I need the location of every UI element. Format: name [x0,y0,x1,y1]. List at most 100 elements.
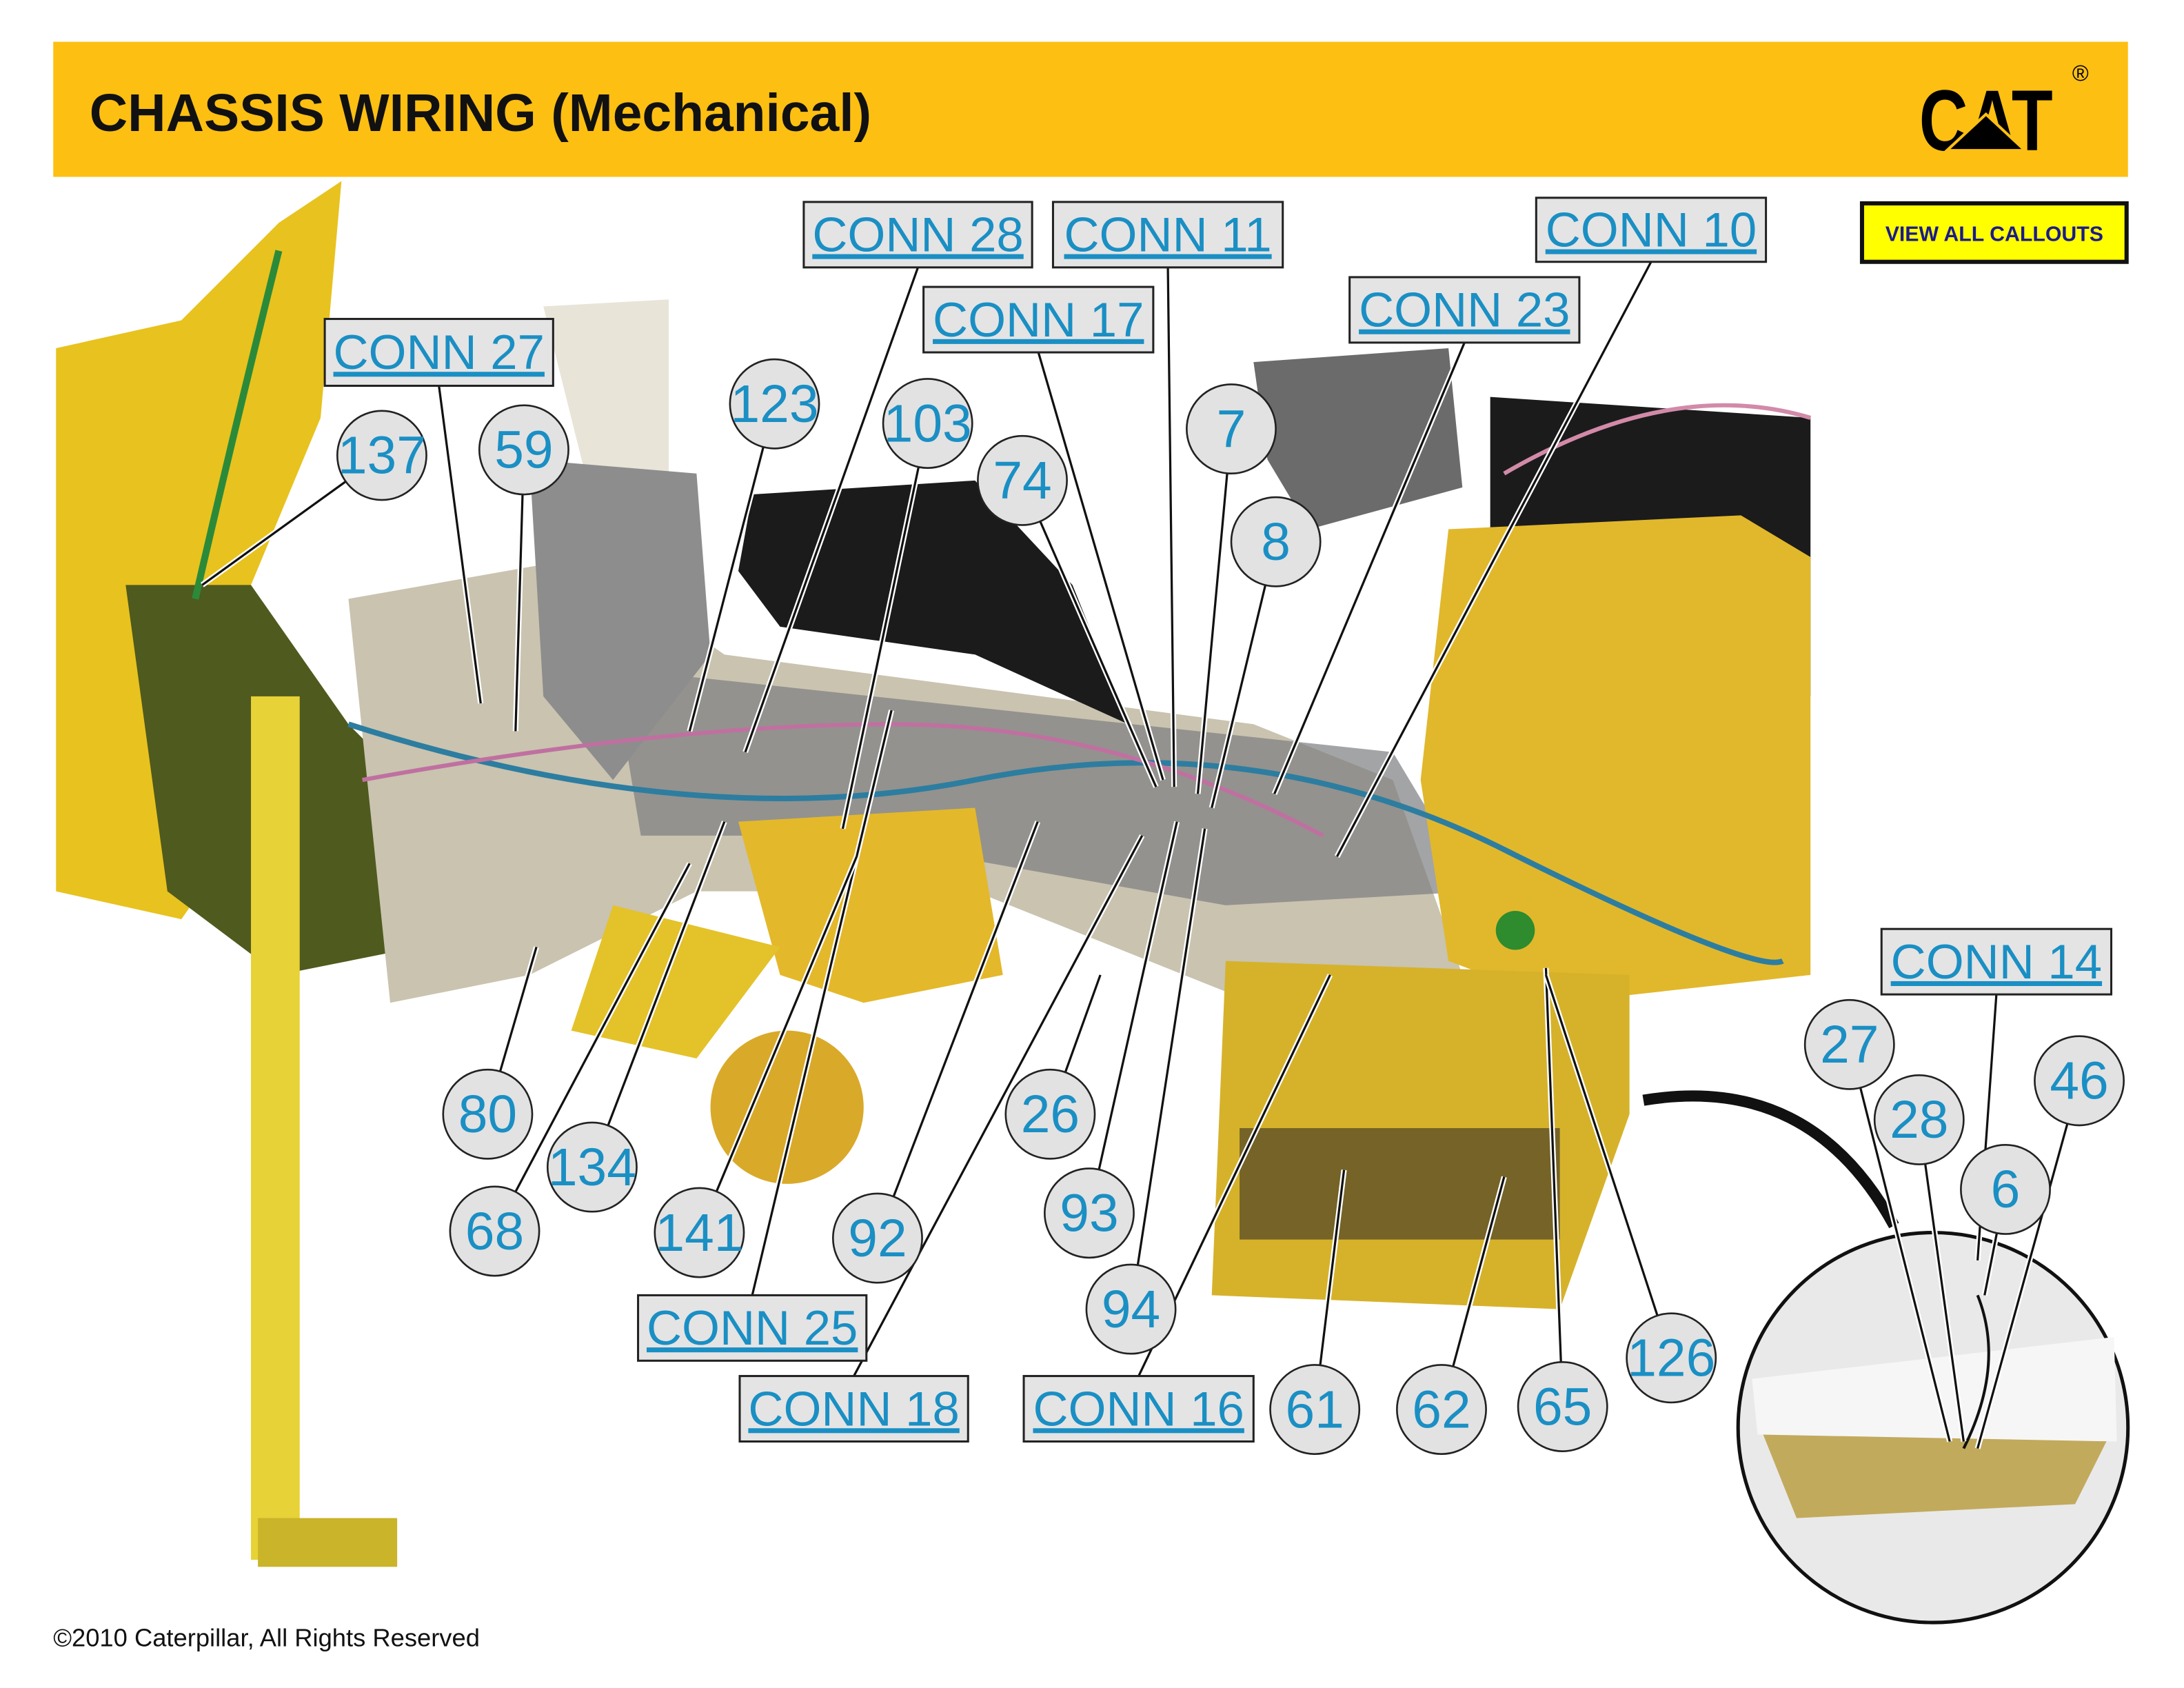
number-callout-c62[interactable]: 62 [1396,1364,1487,1455]
number-callout-c8[interactable]: 8 [1230,496,1322,587]
callout-circle [882,378,973,469]
connector-callout-conn25[interactable]: CONN 25 [637,1294,868,1362]
connector-callout-label[interactable]: CONN 28 [812,208,1023,262]
view-all-callouts-button[interactable]: VIEW ALL CALLOUTS [1859,201,2129,264]
number-callout-c7[interactable]: 7 [1186,383,1277,475]
connector-callout-conn27[interactable]: CONN 27 [323,318,554,387]
number-callout-c92[interactable]: 92 [832,1192,923,1284]
number-callout-c26[interactable]: 26 [1004,1068,1096,1160]
callout-number[interactable]: 123 [730,375,818,434]
callout-circle [1085,1263,1177,1355]
callout-number[interactable]: 74 [993,452,1051,510]
connector-callout-conn10[interactable]: CONN 10 [1535,197,1768,263]
c65-leader-line [1544,967,1562,1363]
callout-circle [442,1068,534,1160]
number-callout-c123[interactable]: 123 [729,358,820,450]
callout-circle [478,404,569,496]
connector-callout-label[interactable]: CONN 23 [1359,283,1570,337]
c92-leader-line [892,821,1039,1197]
number-callout-c59[interactable]: 59 [478,404,569,496]
cat-logo: CAT ® [1919,61,2089,169]
callout-circle [1960,1143,2051,1235]
callout-number[interactable]: 62 [1412,1380,1470,1439]
callout-number[interactable]: 94 [1102,1280,1160,1339]
conn25-leader-line [751,710,893,1296]
connector-callout-conn11[interactable]: CONN 11 [1051,201,1284,269]
callout-circle [654,1187,745,1278]
number-callout-c74[interactable]: 74 [977,434,1068,526]
c6-leader-line [1983,1233,1999,1296]
number-callout-c28[interactable]: 28 [1873,1074,1965,1165]
number-callout-c61[interactable]: 61 [1269,1364,1361,1455]
number-callout-c46[interactable]: 46 [2034,1035,2125,1127]
connector-callout-conn28[interactable]: CONN 28 [802,201,1033,269]
connector-callout-label[interactable]: CONN 16 [1033,1381,1244,1436]
c103-leader-line [841,466,920,830]
callout-number[interactable]: 103 [884,394,972,453]
callout-number[interactable]: 26 [1021,1085,1080,1144]
number-callout-c137[interactable]: 137 [336,410,427,501]
callout-number[interactable]: 93 [1060,1185,1118,1243]
connector-callout-label[interactable]: CONN 17 [933,292,1144,347]
callout-circle [1269,1364,1361,1455]
conn17-leader-line [1037,352,1164,781]
callout-number[interactable]: 141 [655,1204,743,1263]
conn27-leader-line [438,385,482,704]
connector-callout-label[interactable]: CONN 18 [748,1381,959,1436]
callout-circle [1873,1074,1965,1165]
number-callout-c103[interactable]: 103 [882,378,973,469]
callout-circle [1626,1312,1717,1404]
number-callout-c94[interactable]: 94 [1085,1263,1177,1355]
callout-circle [729,358,820,450]
callout-number[interactable]: 80 [458,1085,517,1144]
number-callout-c6[interactable]: 6 [1960,1143,2051,1235]
number-callout-c93[interactable]: 93 [1044,1167,1135,1259]
connector-callout-conn18[interactable]: CONN 18 [738,1375,969,1443]
callout-number[interactable]: 65 [1533,1378,1592,1436]
connector-callout-box [637,1294,868,1362]
c137-leader-line [201,480,347,586]
connector-callout-box [802,201,1033,269]
callout-number[interactable]: 28 [1890,1091,1948,1149]
c141-leader-line [715,856,858,1192]
c80-leader-line [498,947,538,1072]
number-callout-c141[interactable]: 141 [654,1187,745,1278]
connector-callout-label[interactable]: CONN 10 [1546,203,1757,257]
number-callout-c134[interactable]: 134 [546,1121,638,1213]
callout-number[interactable]: 134 [548,1138,636,1197]
number-callout-c65[interactable]: 65 [1517,1361,1608,1452]
c68-leader-line [514,863,691,1193]
callout-number[interactable]: 27 [1820,1016,1879,1074]
connector-callout-conn14[interactable]: CONN 14 [1880,927,2113,996]
callout-number[interactable]: 7 [1217,400,1246,459]
callout-number[interactable]: 59 [494,421,553,480]
c123-leader-line [688,446,765,732]
conn11-leader-line [1166,267,1175,787]
connector-callout-conn17[interactable]: CONN 17 [922,285,1155,354]
callout-number[interactable]: 6 [1991,1160,2021,1219]
connector-callout-label[interactable]: CONN 27 [334,325,545,379]
connector-callout-conn23[interactable]: CONN 23 [1348,276,1581,344]
number-callout-c126[interactable]: 126 [1626,1312,1717,1404]
callout-number[interactable]: 61 [1285,1380,1344,1439]
callout-number[interactable]: 8 [1261,513,1291,572]
callout-number[interactable]: 46 [2050,1052,2108,1111]
callout-number[interactable]: 92 [848,1209,907,1268]
callout-number[interactable]: 137 [338,427,426,485]
callout-number[interactable]: 126 [1627,1329,1715,1388]
c28-leader-line [1924,1163,1965,1442]
view-all-callouts-label[interactable]: VIEW ALL CALLOUTS [1885,223,2103,245]
callout-circle [832,1192,923,1284]
number-callout-c27[interactable]: 27 [1803,998,1895,1090]
connector-callout-conn16[interactable]: CONN 16 [1022,1375,1255,1443]
connector-callout-label[interactable]: CONN 14 [1891,934,2102,989]
copyright-text: ©2010 Caterpillar, All Rights Reserved [53,1623,480,1651]
connector-callout-box [1051,201,1284,269]
c74-leader-line [1039,521,1157,787]
connector-callout-label[interactable]: CONN 25 [647,1300,858,1355]
number-callout-c80[interactable]: 80 [442,1068,534,1160]
callout-number[interactable]: 68 [465,1203,524,1261]
number-callout-c68[interactable]: 68 [449,1185,540,1277]
inset-detail-view [1736,1230,2130,1625]
connector-callout-label[interactable]: CONN 11 [1064,208,1272,262]
